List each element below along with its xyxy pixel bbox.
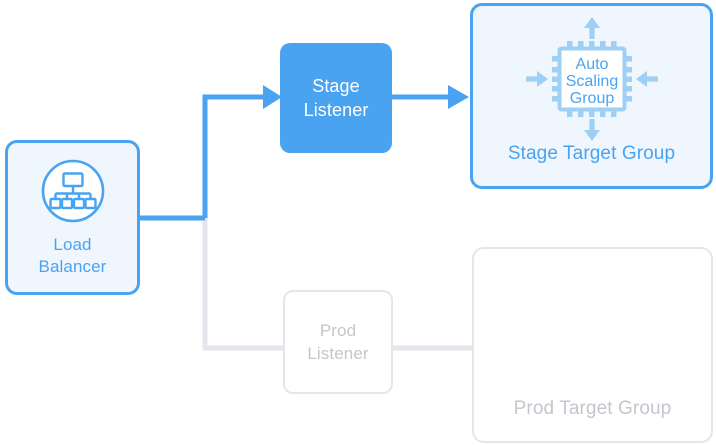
load-balancer-label-line1: Load: [53, 234, 92, 254]
node-prod-target-group[interactable]: Prod Target Group: [472, 247, 713, 443]
chip-pins-right: [621, 56, 632, 102]
prod-listener-label-line1: Prod: [319, 321, 357, 340]
prod-listener-label-line2: Listener: [307, 344, 369, 363]
chip-pins-top: [566, 41, 616, 51]
chip-arrow-up-icon: [583, 17, 600, 39]
chip-arrow-left-icon: [635, 71, 658, 87]
auto-scaling-group-icon-wrap: Auto Scaling Group: [517, 14, 667, 144]
node-stage-listener[interactable]: Stage Listener: [280, 43, 392, 153]
node-stage-target-group[interactable]: Auto Scaling Group Stage Target Group: [470, 3, 713, 189]
node-load-balancer[interactable]: Load Balancer: [5, 140, 140, 295]
stage-listener-label-line2: Listener: [303, 100, 369, 120]
node-prod-listener[interactable]: Prod Listener: [283, 290, 393, 394]
connector-split-to-prod-listener: [202, 218, 283, 351]
chip-arrow-down-icon: [583, 119, 600, 141]
stage-listener-label: Stage Listener: [304, 74, 369, 122]
auto-scaling-group-line2: Scaling: [565, 73, 617, 90]
chip-pins-left: [551, 56, 562, 102]
load-balancer-icon-wrap: [40, 158, 106, 224]
load-balancer-label: Load Balancer: [39, 234, 107, 278]
auto-scaling-group-line1: Auto: [575, 56, 608, 73]
auto-scaling-group-line3: Group: [569, 90, 614, 107]
prod-listener-label: Prod Listener: [307, 319, 368, 365]
chip-pins-bottom: [566, 107, 616, 117]
arrowhead-into-stage-target-group: [448, 85, 469, 109]
stage-target-group-label: Stage Target Group: [507, 143, 676, 164]
load-balancer-hierarchy-icon: [41, 159, 104, 222]
prod-target-group-label: Prod Target Group: [513, 398, 672, 419]
auto-scaling-chip-icon: Auto Scaling Group: [525, 17, 658, 141]
chip-body: [557, 46, 626, 112]
load-balancer-label-line2: Balancer: [38, 256, 107, 276]
chip-arrow-right-icon: [525, 71, 548, 87]
connector-split-to-stage-listener: [202, 94, 265, 218]
stage-listener-label-line1: Stage: [312, 76, 360, 96]
